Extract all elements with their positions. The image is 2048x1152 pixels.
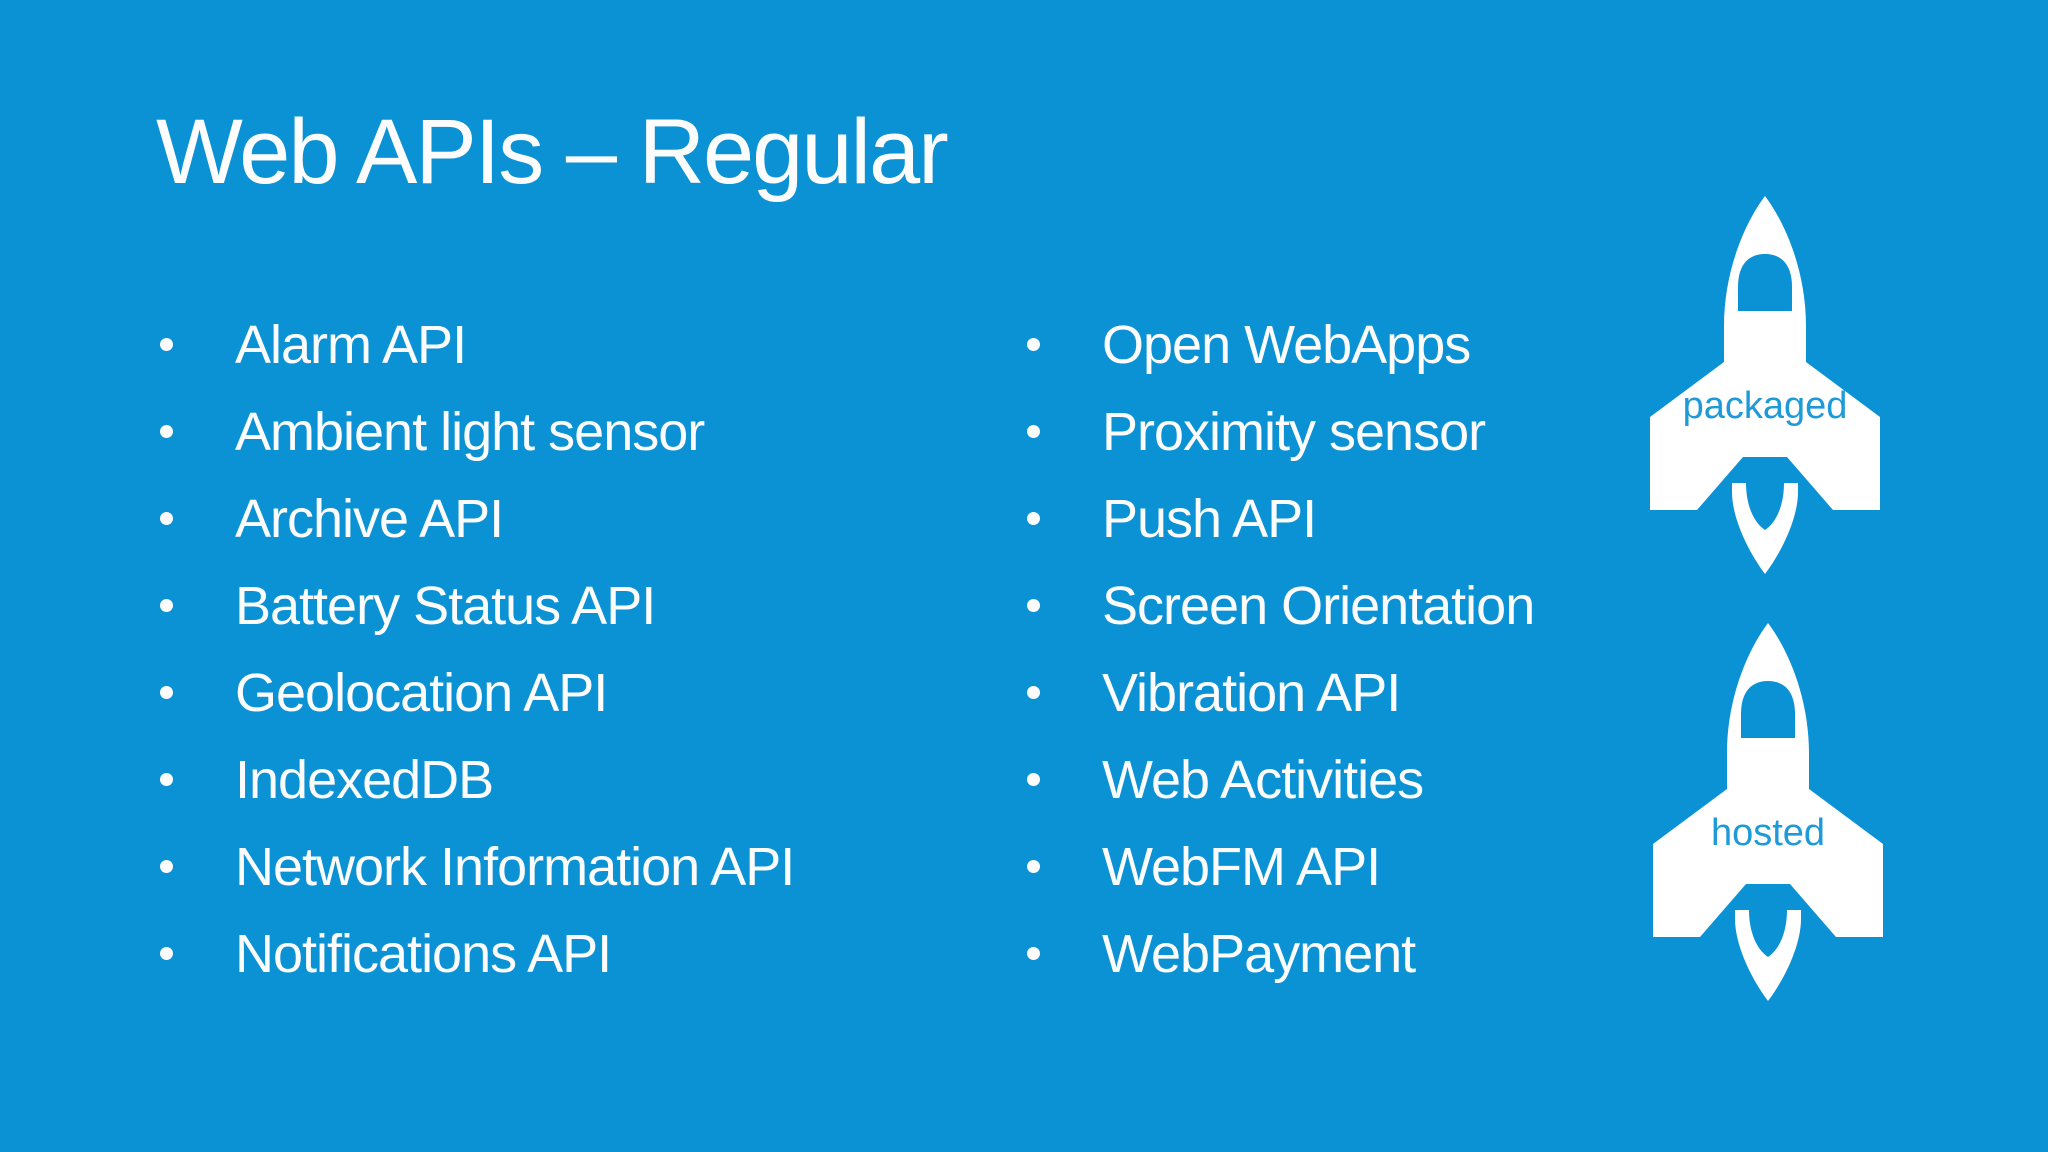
rocket-flame-notch bbox=[1749, 910, 1787, 957]
bullet-icon bbox=[160, 599, 173, 612]
list-item: Archive API bbox=[160, 475, 794, 562]
bullet-icon bbox=[1027, 860, 1040, 873]
list-item: Screen Orientation bbox=[1027, 562, 1535, 649]
bullet-icon bbox=[160, 338, 173, 351]
list-item: Open WebApps bbox=[1027, 301, 1534, 388]
list-item-label: Alarm API bbox=[235, 314, 467, 375]
list-item: Vibration API bbox=[1027, 649, 1534, 736]
list-item: Ambient light sensor bbox=[160, 388, 794, 475]
bullet-icon bbox=[160, 512, 173, 525]
rocket-flame-notch bbox=[1746, 483, 1784, 530]
list-item-label: Web Activities bbox=[1102, 749, 1424, 810]
list-item-label: Notifications API bbox=[235, 923, 612, 984]
api-list-right: Open WebApps Proximity sensor Push API S… bbox=[1027, 301, 1535, 997]
rocket-label: packaged bbox=[1683, 385, 1848, 427]
list-item-label: Battery Status API bbox=[235, 575, 656, 636]
rocket-body bbox=[1653, 623, 1883, 937]
rocket-window-icon bbox=[1738, 254, 1792, 311]
bullet-icon bbox=[160, 947, 173, 960]
list-item: Push API bbox=[1027, 475, 1534, 562]
list-item: Web Activities bbox=[1027, 736, 1534, 823]
rocket-body bbox=[1650, 196, 1880, 510]
bullet-icon bbox=[160, 860, 173, 873]
list-item-label: Network Information API bbox=[235, 836, 795, 897]
list-item: Network Information API bbox=[160, 823, 795, 910]
api-list-left: Alarm API Ambient light sensor Archive A… bbox=[160, 301, 795, 997]
list-item-label: WebFM API bbox=[1102, 836, 1381, 897]
rocket-packaged-icon: packaged bbox=[1640, 192, 1890, 577]
list-item-label: Screen Orientation bbox=[1102, 575, 1535, 636]
list-item: IndexedDB bbox=[160, 736, 794, 823]
list-item: Geolocation API bbox=[160, 649, 794, 736]
rocket-window-icon bbox=[1741, 681, 1795, 738]
list-item-label: Push API bbox=[1102, 488, 1317, 549]
list-item: WebFM API bbox=[1027, 823, 1534, 910]
list-item: Notifications API bbox=[160, 910, 794, 997]
bullet-icon bbox=[1027, 512, 1040, 525]
bullet-icon bbox=[1027, 947, 1040, 960]
bullet-icon bbox=[1027, 338, 1040, 351]
bullet-icon bbox=[1027, 686, 1040, 699]
bullet-icon bbox=[1027, 425, 1040, 438]
bullet-icon bbox=[1027, 773, 1040, 786]
list-item-label: Ambient light sensor bbox=[235, 401, 705, 462]
list-item-label: IndexedDB bbox=[235, 749, 494, 810]
slide-title: Web APIs – Regular bbox=[156, 101, 949, 203]
list-item-label: Geolocation API bbox=[235, 662, 608, 723]
rocket-hosted-icon: hosted bbox=[1643, 619, 1893, 1004]
list-item-label: WebPayment bbox=[1102, 923, 1416, 984]
list-item-label: Vibration API bbox=[1102, 662, 1401, 723]
list-item-label: Proximity sensor bbox=[1102, 401, 1486, 462]
list-item: Proximity sensor bbox=[1027, 388, 1534, 475]
rocket-label: hosted bbox=[1711, 812, 1825, 854]
list-item: Alarm API bbox=[160, 301, 794, 388]
list-item-label: Archive API bbox=[235, 488, 504, 549]
bullet-icon bbox=[160, 686, 173, 699]
bullet-icon bbox=[1027, 599, 1040, 612]
bullet-icon bbox=[160, 425, 173, 438]
list-item: Battery Status API bbox=[160, 562, 794, 649]
bullet-icon bbox=[160, 773, 173, 786]
list-item-label: Open WebApps bbox=[1102, 314, 1471, 375]
list-item: WebPayment bbox=[1027, 910, 1534, 997]
